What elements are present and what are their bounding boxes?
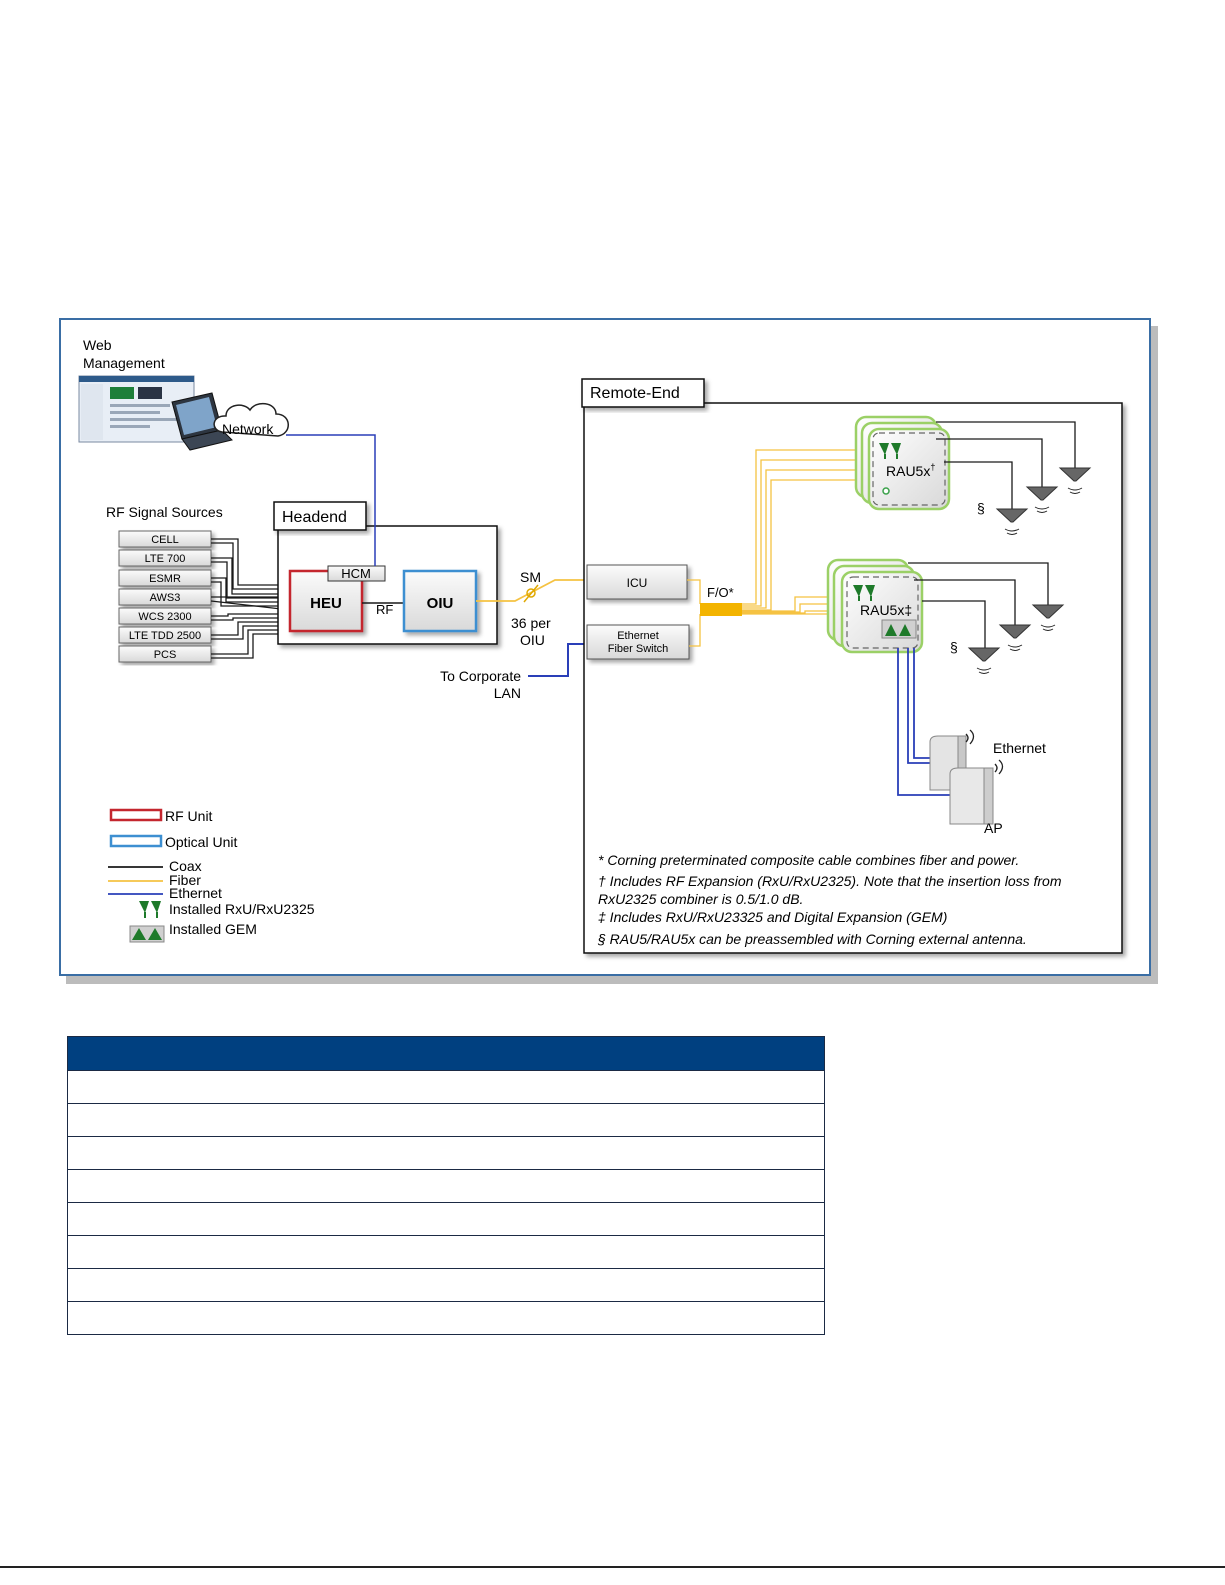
table-row [67, 1136, 825, 1170]
corporate-lan-ethernet-line [528, 643, 587, 677]
rau-top-coax-lines [936, 421, 1076, 509]
fiber-bundle-lines [687, 449, 858, 647]
remote-end-label: Remote-End [590, 385, 680, 402]
svg-text:LTE TDD 2500: LTE TDD 2500 [129, 630, 201, 642]
legend-coax-label: Coax [169, 858, 202, 874]
coax-source-lines [210, 538, 291, 659]
headend-tab [273, 501, 367, 531]
access-point-icon [949, 759, 1004, 825]
ethernet-switch-label-1: Ethernet [617, 630, 659, 642]
svg-text:AWS3: AWS3 [150, 592, 181, 604]
legend-rf-unit-swatch [109, 808, 163, 822]
sm-count-line-2: OIU [520, 632, 545, 648]
legend-optical-unit-label: Optical Unit [165, 834, 237, 850]
legend-rxu-label: Installed RxU/RxU2325 [169, 901, 315, 917]
remote-end-container [583, 402, 1123, 954]
rxu-antenna-icon [853, 585, 875, 601]
svg-text:PCS: PCS [154, 649, 177, 661]
legend-rf-unit-label: RF Unit [165, 808, 213, 824]
rau-top-label: RAU5x† [886, 462, 935, 479]
web-management-label-2: Management [83, 355, 165, 371]
note-double-dagger: ‡ Includes RxU/RxU23325 and Digital Expa… [598, 909, 947, 925]
note-dagger-cont: RxU2325 combiner is 0.5/1.0 dB. [598, 891, 803, 907]
table-row [67, 1103, 825, 1137]
rf-sources-title: RF Signal Sources [106, 504, 223, 520]
table-header [67, 1036, 825, 1071]
oiu-box [402, 569, 478, 633]
table-row [67, 1202, 825, 1236]
oiu-label: OIU [427, 595, 454, 612]
gem-icon [881, 619, 917, 639]
rf-source-ltetdd2500: LTE TDD 2500 [118, 626, 212, 644]
headend-label: Headend [282, 509, 347, 526]
sm-label: SM [520, 569, 541, 585]
table-row [67, 1235, 825, 1269]
legend-ethernet-label: Ethernet [169, 885, 222, 901]
rf-source-esmr: ESMR [118, 569, 212, 587]
ethernet-label: Ethernet [993, 740, 1046, 756]
section-mark-bottom: § [950, 639, 958, 655]
note-asterisk: * Corning preterminated composite cable … [598, 852, 1019, 868]
ethernet-switch-label-2: Fiber Switch [608, 643, 669, 655]
legend-gem-icon [129, 925, 165, 943]
section-mark-top: § [977, 500, 985, 516]
network-label: Network [222, 421, 274, 437]
rf-label: RF [376, 602, 393, 617]
rf-source-wcs2300: WCS 2300 [118, 607, 212, 625]
icu-box [586, 564, 688, 600]
hcm-box [327, 565, 386, 582]
svg-text:CELL: CELL [151, 534, 179, 546]
antenna-icon [998, 624, 1032, 651]
legend-gem-label: Installed GEM [169, 921, 257, 937]
antenna-icon [1025, 486, 1059, 513]
table-row [67, 1169, 825, 1203]
rau-top-led [882, 487, 890, 495]
rf-source-pcs: PCS [118, 645, 212, 663]
network-cloud-icon [213, 402, 289, 437]
hcm-label: HCM [341, 566, 371, 581]
svg-text:ESMR: ESMR [149, 573, 181, 585]
antenna-icon [967, 647, 1001, 674]
table-row [67, 1301, 825, 1335]
remote-end-tab [581, 378, 705, 408]
rf-source-aws3: AWS3 [118, 588, 212, 606]
note-dagger: † Includes RF Expansion (RxU/RxU2325). N… [598, 873, 1062, 889]
icu-label: ICU [627, 576, 648, 590]
heu-label: HEU [310, 595, 342, 612]
legend-fiber-label: Fiber [169, 872, 201, 888]
system-diagram: Web Management Network RF Signal Sources… [59, 318, 1158, 984]
ap-label: AP [984, 820, 1003, 836]
rau-bottom-label: RAU5x‡ [860, 602, 912, 618]
antenna-icon [1058, 467, 1092, 494]
antenna-icon [995, 508, 1029, 535]
ap-ethernet-lines [897, 648, 950, 796]
network-ethernet-line [286, 434, 376, 566]
svg-text:WCS 2300: WCS 2300 [138, 611, 191, 623]
rf-source-lte700: LTE 700 [118, 549, 212, 567]
table-row [67, 1070, 825, 1104]
empty-table [67, 1036, 825, 1335]
legend-optical-unit-swatch [109, 834, 163, 848]
table-row [67, 1268, 825, 1302]
rau-bottom-coax-lines [908, 562, 1049, 648]
sm-fiber-slash [523, 584, 539, 603]
sm-fiber-coil-icon [526, 588, 536, 598]
ethernet-fiber-switch-box [586, 624, 690, 660]
sm-count-line-1: 36 per [511, 615, 551, 631]
corporate-lan-line-2: LAN [494, 685, 521, 701]
corporate-lan-line-1: To Corporate [440, 668, 521, 684]
rxu-antenna-icon [879, 443, 901, 459]
antenna-icon [1031, 604, 1065, 631]
web-management-label-1: Web [83, 337, 112, 353]
laptop-icon [171, 392, 233, 451]
note-section: § RAU5/RAU5x can be preassembled with Co… [597, 931, 1027, 947]
page-bottom-rule [0, 1566, 1225, 1568]
fo-cable-bundle [700, 603, 742, 616]
svg-text:LTE 700: LTE 700 [145, 553, 186, 565]
rf-source-cell: CELL [118, 530, 212, 548]
fo-label: F/O* [707, 585, 734, 600]
legend-rxu-icon [139, 901, 161, 918]
